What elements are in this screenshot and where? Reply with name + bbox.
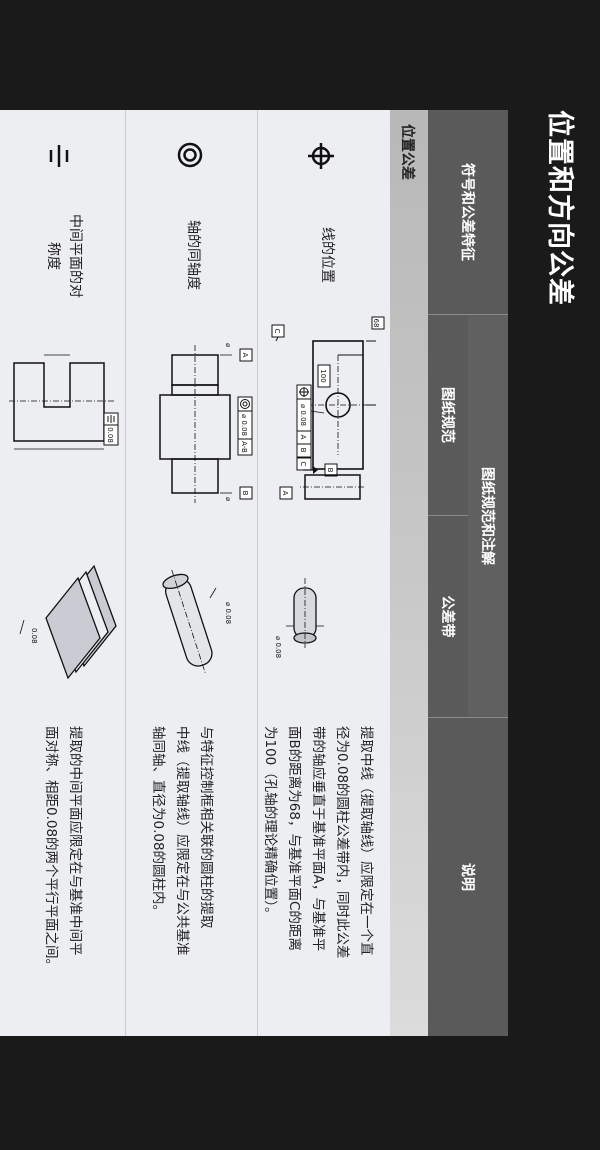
fcf-ref: A-B — [240, 441, 248, 453]
fcf-value: 0.08 — [106, 427, 114, 443]
feature-line: 轴的同轴度 — [185, 220, 201, 290]
header-feature: 符号和公差特征 — [428, 110, 508, 314]
symmetry-drawing: 0.08 — [8, 354, 119, 450]
symmetry-zone: 0.08 — [19, 564, 117, 680]
header-drawing: 图纸规范 — [428, 315, 468, 515]
feature-line: 线的位置 — [319, 227, 335, 283]
fcf-ref-b: B — [299, 448, 307, 453]
feature-name: 轴的同轴度 — [182, 195, 204, 315]
header-zone: 公差带 — [428, 516, 468, 717]
feature-name: 中间平面的对 称度 — [42, 196, 86, 316]
explain-line: 径为0.08的圆柱公差带内，同时此公差 — [334, 726, 350, 959]
explain-line: 提取的中间平面应限定在与基准中间平 — [67, 726, 83, 956]
fcf-value: ⌀ 0.08 — [240, 414, 248, 436]
zone-diameter: ⌀ 0.08 — [274, 636, 282, 658]
zone-diameter: ⌀ 0.08 — [224, 602, 232, 624]
concentricity-icon — [177, 142, 203, 168]
datum-b: B — [326, 468, 334, 473]
zone-distance: 0.08 — [30, 628, 38, 644]
section-title: 位置公差 — [399, 124, 415, 180]
explain-line: 提取中线（提取轴线）应限定在一个直 — [358, 726, 374, 956]
feature-name: 线的位置 — [316, 200, 338, 310]
position-zone: ⌀ 0.08 — [274, 578, 324, 658]
explain-line: 面B的距离为68，与基准平面C的距离 — [286, 726, 302, 951]
fcf-ref-a: A — [299, 435, 307, 440]
page-title: 位置和方向公差 — [544, 110, 575, 306]
concentricity-drawing: ⌀ ⌀ A B ⌀ 0.08 A-B — [159, 343, 253, 503]
datum-a: A — [281, 491, 289, 496]
header-explain: 说明 — [428, 718, 508, 1036]
explain-line: 与特征控制框相关联的圆柱的提取 — [198, 726, 214, 929]
dim-100: 100 — [319, 369, 327, 382]
explain-line: 为100（孔轴的理论精确位置）。 — [262, 726, 278, 921]
datum-b: B — [241, 491, 249, 496]
explanation: 提取中线（提取轴线）应限定在一个直 径为0.08的圆柱公差带内，同时此公差 带的… — [258, 726, 378, 1026]
row-divider — [125, 110, 126, 1036]
position-drawing: 68 100 ⌀ 0.08 A B C B C A — [271, 316, 385, 500]
dim-dia-right: ⌀ — [224, 497, 232, 501]
dim-dia-left: ⌀ — [224, 343, 232, 347]
datum-c: C — [273, 329, 281, 334]
feature-line: 称度 — [45, 242, 61, 270]
dim-68: 68 — [372, 319, 380, 328]
symmetry-icon — [49, 145, 69, 167]
explanation: 与特征控制框相关联的圆柱的提取 中线（提取轴线）应限定在与公共基准 轴同轴、直径… — [146, 726, 218, 1026]
header-group: 图纸规范和注解 — [468, 315, 508, 717]
explain-line: 带的轴应垂直于基准平面A，与基准平 — [310, 726, 326, 952]
section-band: 位置公差 — [390, 110, 428, 1036]
datum-a: A — [241, 353, 249, 358]
fcf-value: ⌀ 0.08 — [299, 404, 307, 426]
explain-line: 轴同轴、直径为0.08的圆柱内。 — [150, 726, 166, 919]
explanation: 提取的中间平面应限定在与基准中间平 面对称、相距0.08的两个平行平面之间。 — [39, 726, 87, 1026]
feature-line: 中间平面的对 — [67, 214, 83, 298]
fcf-ref-c: C — [299, 462, 307, 467]
explain-line: 面对称、相距0.08的两个平行平面之间。 — [43, 726, 59, 973]
position-icon — [308, 143, 334, 169]
explain-line: 中线（提取轴线）应限定在与公共基准 — [174, 726, 190, 956]
concentricity-zone: ⌀ 0.08 — [162, 569, 232, 675]
